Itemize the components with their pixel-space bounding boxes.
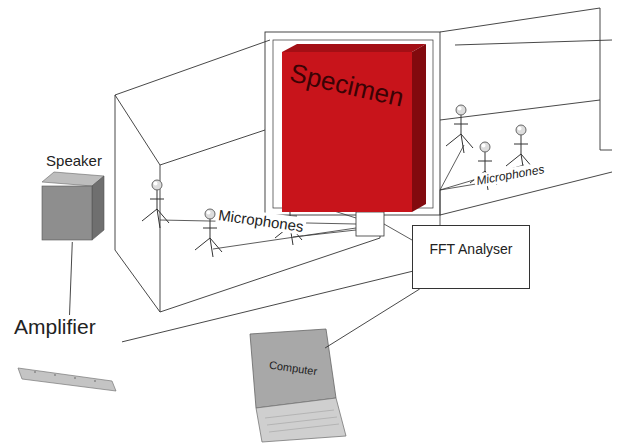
- cable-line: [325, 289, 420, 348]
- node-label: Computer: [268, 359, 317, 378]
- microphone-label: Microphones: [473, 162, 547, 188]
- signal-cable: [70, 242, 73, 315]
- amplifier-unit: Amplifier: [14, 315, 122, 395]
- speaker-box: Speaker: [38, 152, 110, 242]
- analyser-box: FFT Analyser: [412, 225, 530, 289]
- signal-cable: [325, 289, 420, 348]
- node-label: FFT Analyser: [430, 241, 513, 257]
- cable-line: [122, 271, 412, 342]
- specimen-panel: Specimen: [282, 52, 412, 212]
- cable-line: [70, 242, 73, 315]
- node-label: Speaker: [46, 152, 102, 169]
- computer-laptop: Computer: [256, 348, 330, 388]
- signal-cable: [122, 271, 412, 342]
- node-label: Amplifier: [14, 315, 96, 339]
- node-label: Specimen: [287, 57, 407, 113]
